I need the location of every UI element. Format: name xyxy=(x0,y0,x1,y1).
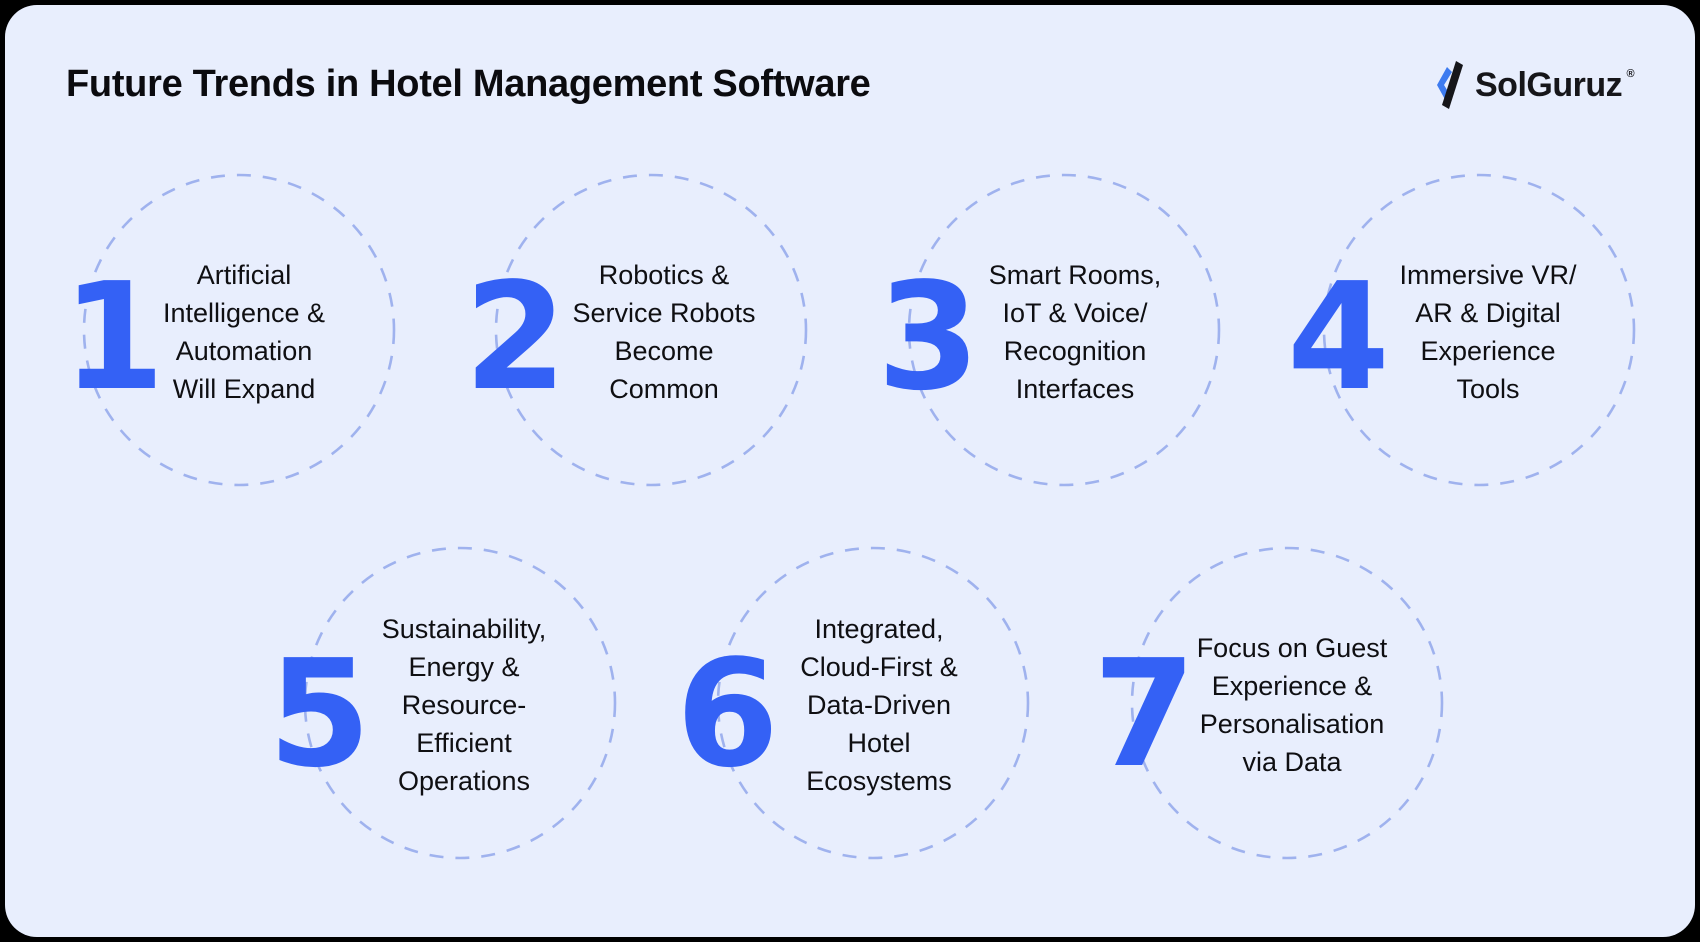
trend-label-line: Robotics & xyxy=(598,260,730,290)
brand-logo: SolGuruz ® xyxy=(1433,57,1635,113)
trend-label: Integrated, Cloud-First & Data-Driven Ho… xyxy=(774,610,984,800)
dashed-circle-icon xyxy=(907,173,1221,487)
trend-label-line: Data-Driven xyxy=(806,690,952,720)
trend-label-line: Artificial xyxy=(196,260,292,290)
dashed-circle-icon xyxy=(1322,173,1636,487)
trend-label-line: Resource- xyxy=(401,690,527,720)
trend-number: 7 xyxy=(1093,628,1196,800)
dashed-circle-icon xyxy=(303,546,617,860)
trend-number: 6 xyxy=(676,628,779,800)
trend-number: 2 xyxy=(464,251,567,423)
trend-label: Immersive VR/ AR & Digital Experience To… xyxy=(1380,257,1596,407)
trend-label-line: Operations xyxy=(397,766,531,796)
trend-label-line: via Data xyxy=(1242,747,1342,777)
solguruz-logo-icon xyxy=(1437,61,1463,109)
dashed-circle-icon xyxy=(82,173,396,487)
trend-item-2: 2 Robotics & Service Robots Become Commo… xyxy=(464,173,808,487)
trend-number: 4 xyxy=(1287,251,1390,423)
dashed-circle-icon xyxy=(494,173,808,487)
brand-name: SolGuruz ® xyxy=(1475,65,1635,105)
brand-name-text: SolGuruz xyxy=(1475,65,1623,104)
trend-label: Robotics & Service Robots Become Common xyxy=(554,257,774,407)
trend-label: Artificial Intelligence & Automation Wil… xyxy=(140,257,348,407)
trend-label-line: Experience & xyxy=(1211,671,1373,701)
trend-label-line: Experience xyxy=(1420,336,1556,366)
trend-label-line: Become xyxy=(614,336,714,366)
trend-label: Smart Rooms, IoT & Voice/ Recognition In… xyxy=(965,257,1185,407)
trend-item-4: 4 Immersive VR/ AR & Digital Experience … xyxy=(1287,173,1636,487)
trend-number: 3 xyxy=(877,251,980,423)
trend-item-1: 1 Artificial Intelligence & Automation W… xyxy=(62,173,396,487)
trend-label-line: Interfaces xyxy=(1015,374,1135,404)
trend-item-7: 7 Focus on Guest Experience & Personalis… xyxy=(1093,546,1444,860)
trend-label: Focus on Guest Experience & Personalisat… xyxy=(1178,630,1406,780)
trend-label-line: Sustainability, xyxy=(381,614,547,644)
trend-label-line: Common xyxy=(609,374,719,404)
dashed-circle-icon xyxy=(716,546,1030,860)
page-title: Future Trends in Hotel Management Softwa… xyxy=(66,63,871,105)
trend-label-line: Recognition xyxy=(1003,336,1147,366)
trend-label-line: Automation xyxy=(175,336,313,366)
trend-label-line: Ecosystems xyxy=(806,766,952,796)
trend-item-3: 3 Smart Rooms, IoT & Voice/ Recognition … xyxy=(877,173,1221,487)
trend-label-line: Cloud-First & xyxy=(800,652,958,682)
trend-label-line: Intelligence & xyxy=(162,298,326,328)
trend-item-5: 5 Sustainability, Energy & Resource- Eff… xyxy=(268,546,617,860)
trend-label-line: Tools xyxy=(1456,374,1520,404)
trend-label-line: Service Robots xyxy=(572,298,756,328)
trend-label-line: Will Expand xyxy=(172,374,316,404)
infographic-card: Future Trends in Hotel Management Softwa… xyxy=(5,5,1695,937)
registered-mark: ® xyxy=(1626,67,1635,80)
trend-label-line: IoT & Voice/ xyxy=(1002,298,1148,328)
trend-label-line: Smart Rooms, xyxy=(988,260,1162,290)
trend-label-line: Personalisation xyxy=(1199,709,1385,739)
trend-label-line: Immersive VR/ xyxy=(1399,260,1577,290)
trend-item-6: 6 Integrated, Cloud-First & Data-Driven … xyxy=(676,546,1030,860)
trend-label-line: Integrated, xyxy=(814,614,944,644)
trend-label-line: AR & Digital xyxy=(1415,298,1561,328)
trend-label: Sustainability, Energy & Resource- Effic… xyxy=(359,610,569,800)
trend-number: 5 xyxy=(268,628,371,800)
dashed-circle-icon xyxy=(1130,546,1444,860)
trend-label-line: Energy & xyxy=(408,652,520,682)
trend-number: 1 xyxy=(62,251,165,423)
trend-label-line: Hotel xyxy=(847,728,911,758)
trend-label-line: Efficient xyxy=(416,728,512,758)
trend-label-line: Focus on Guest xyxy=(1196,633,1388,663)
